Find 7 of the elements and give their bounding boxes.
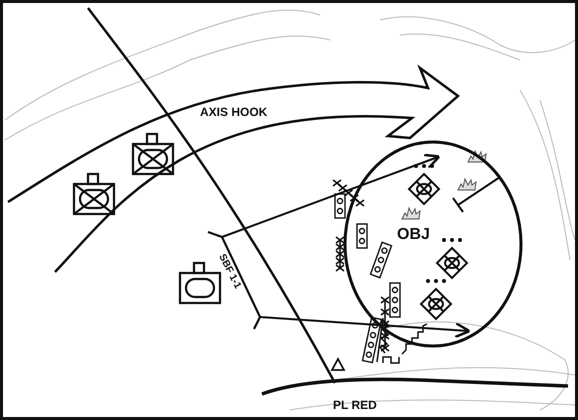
- objective-label: OBJ: [397, 226, 430, 244]
- phase-line-label: PL RED: [333, 398, 377, 412]
- position-label: SBF 1-1: [216, 252, 243, 291]
- arrow: [222, 154, 441, 238]
- axis-label: AXIS HOOK: [200, 105, 268, 119]
- arrow: [260, 316, 471, 338]
- objective-ellipse: [343, 140, 523, 348]
